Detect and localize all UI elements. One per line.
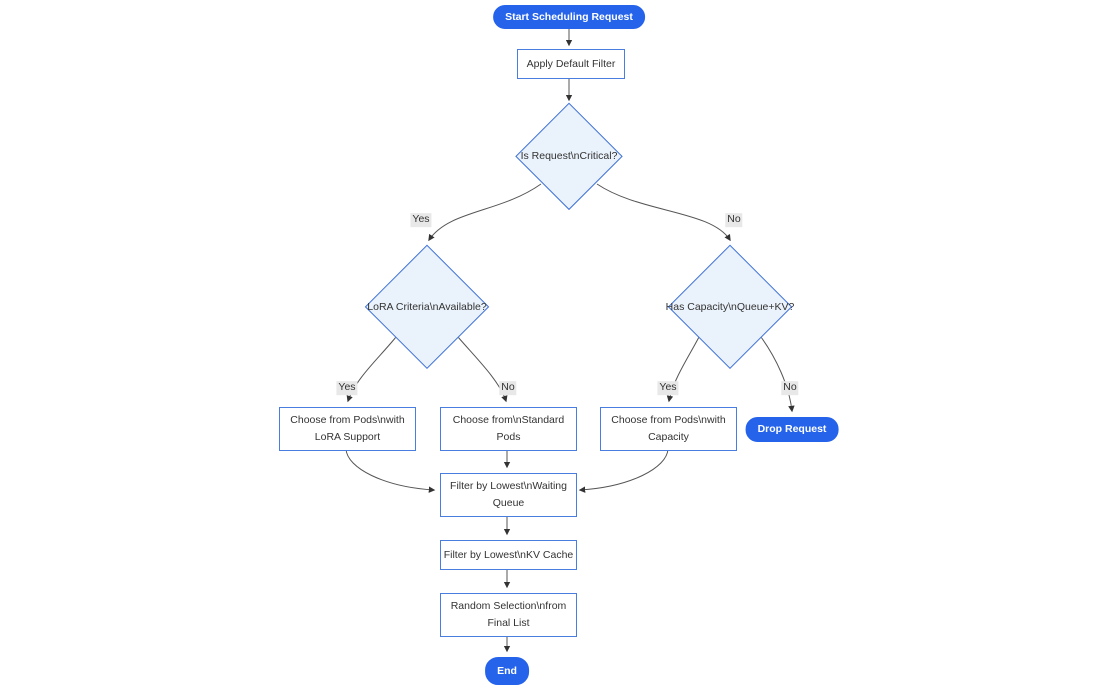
node-label: Choose from Pods\nwith: [611, 414, 726, 427]
node-label: Capacity: [648, 431, 689, 443]
node-label: Choose from Pods\nwith: [290, 414, 405, 427]
edge-label-capacity-no: No: [781, 381, 799, 395]
choose-standard-pods-node: Choose from\nStandard Pods: [440, 407, 577, 451]
edge-capacity-yes: [666, 336, 700, 403]
filter-kv-cache-node: Filter by Lowest\nKV Cache: [440, 540, 577, 570]
node-label: LoRA Support: [314, 431, 381, 443]
random-selection-node: Random Selection\nfrom Final List: [440, 593, 577, 637]
edge-critical-yes: [428, 183, 542, 242]
edge-lora-to-filter: [345, 448, 436, 493]
node-label: Random Selection\nfrom: [450, 600, 567, 613]
has-capacity-decision: Has Capacity\nQueue+KV?: [666, 244, 794, 370]
node-label: Final List: [487, 617, 530, 629]
edge-capacity-to-filter: [578, 448, 669, 493]
node-label: LoRA Criteria\nAvailable?: [367, 301, 487, 313]
edge-label-critical-no: No: [725, 213, 743, 227]
drop-request-node: Drop Request: [745, 417, 839, 442]
start-node: Start Scheduling Request: [493, 5, 645, 29]
node-label: Choose from\nStandard: [452, 414, 565, 427]
choose-lora-pods-node: Choose from Pods\nwith LoRA Support: [279, 407, 416, 451]
edge-label-critical-yes: Yes: [410, 213, 432, 227]
end-node: End: [485, 657, 529, 685]
edge-label-capacity-yes: Yes: [657, 381, 679, 395]
is-critical-decision: Is Request\nCritical?: [515, 102, 623, 210]
edge-label-lora-yes: Yes: [336, 381, 358, 395]
node-label: Is Request\nCritical?: [520, 150, 618, 162]
node-label: Queue: [492, 497, 525, 509]
node-label: Apply Default Filter: [526, 57, 616, 70]
edge-critical-no: [596, 183, 731, 242]
node-label: Pods: [496, 431, 521, 443]
choose-capacity-pods-node: Choose from Pods\nwith Capacity: [600, 407, 737, 451]
node-label: Filter by Lowest\nWaiting: [450, 480, 567, 493]
edge-capacity-no: [760, 336, 795, 413]
lora-available-decision: LoRA Criteria\nAvailable?: [364, 244, 490, 370]
filter-waiting-queue-node: Filter by Lowest\nWaiting Queue: [440, 473, 577, 517]
edge-label-lora-no: No: [499, 381, 517, 395]
node-label: Filter by Lowest\nKV Cache: [443, 548, 574, 561]
apply-default-filter-node: Apply Default Filter: [517, 49, 625, 79]
node-label: Has Capacity\nQueue+KV?: [665, 301, 795, 313]
